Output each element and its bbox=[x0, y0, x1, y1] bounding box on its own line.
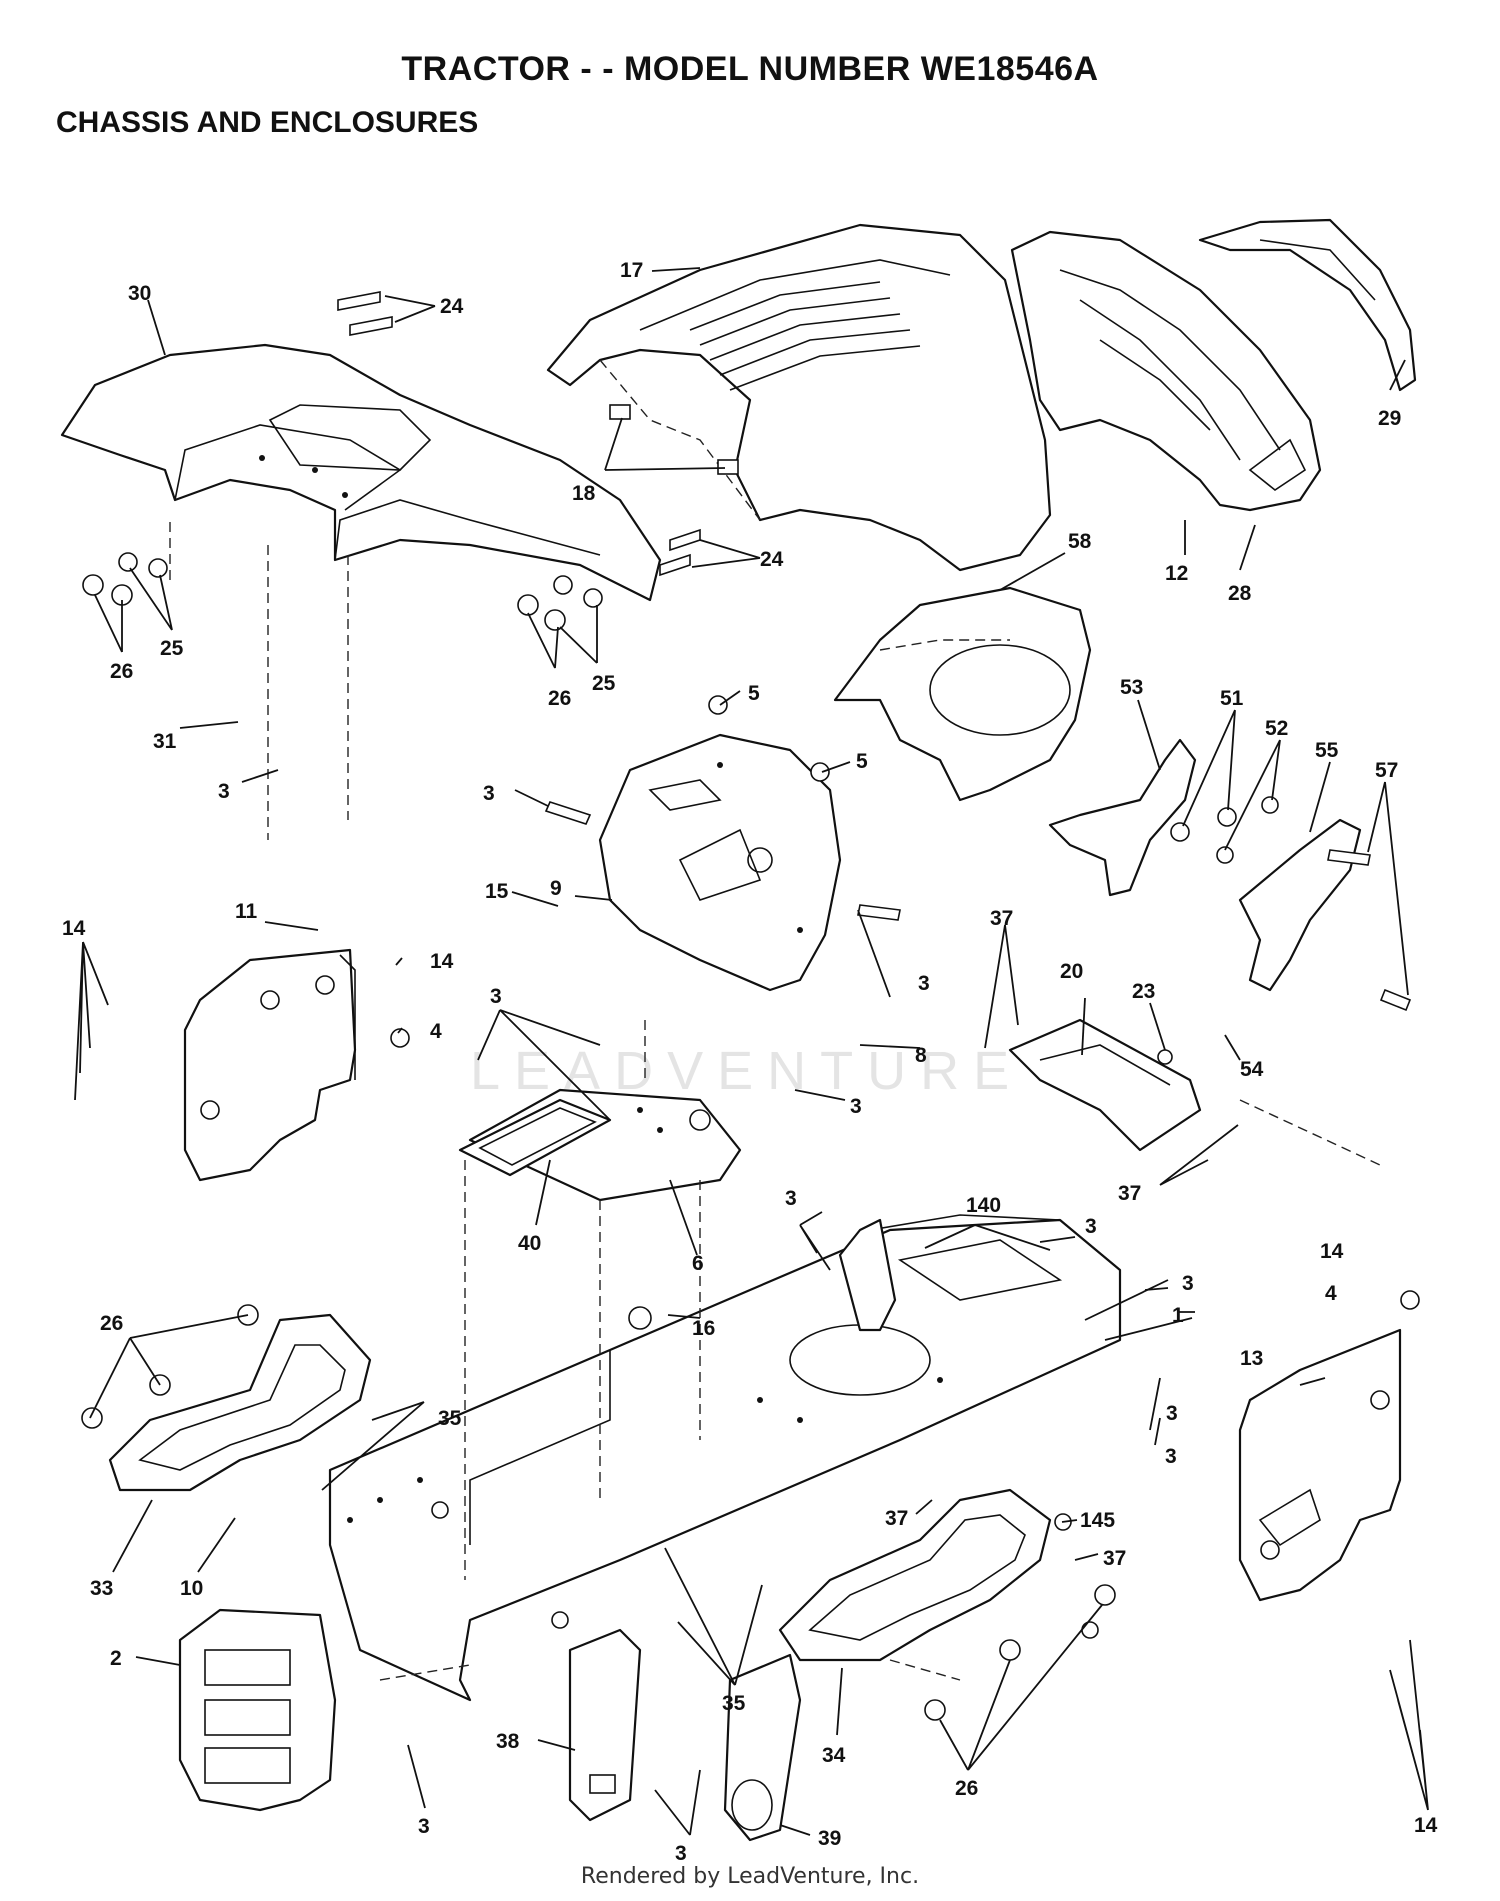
callout-31: 31 bbox=[153, 730, 177, 753]
callout-3: 3 bbox=[1085, 1215, 1097, 1238]
front-plate-part bbox=[178, 1608, 337, 1812]
callout-3: 3 bbox=[418, 1815, 430, 1838]
callout-29: 29 bbox=[1378, 407, 1401, 430]
callout-26: 26 bbox=[110, 660, 133, 683]
callout-9: 9 bbox=[550, 877, 562, 900]
callout-4: 4 bbox=[1325, 1282, 1337, 1305]
front-bracket-part bbox=[838, 1218, 897, 1332]
callout-1: 1 bbox=[1172, 1304, 1184, 1327]
leader-lines bbox=[74, 267, 1429, 1836]
grille-part bbox=[1010, 230, 1322, 512]
callout-3: 3 bbox=[483, 782, 495, 805]
callout-13: 13 bbox=[1240, 1347, 1263, 1370]
callout-140: 140 bbox=[966, 1194, 1001, 1217]
callout-14: 14 bbox=[62, 917, 86, 940]
section-title: CHASSIS AND ENCLOSURES bbox=[56, 106, 479, 139]
callout-35: 35 bbox=[438, 1407, 462, 1430]
callout-55: 55 bbox=[1315, 739, 1339, 762]
callout-20: 20 bbox=[1060, 960, 1083, 983]
callout-11: 11 bbox=[235, 900, 258, 923]
callout-labels: 30 24 17 18 29 12 28 24 25 26 25 26 58 3… bbox=[62, 259, 1438, 1865]
callout-25: 25 bbox=[160, 637, 184, 660]
callout-6: 6 bbox=[692, 1252, 704, 1275]
callout-23: 23 bbox=[1132, 980, 1155, 1003]
callout-17: 17 bbox=[620, 259, 643, 282]
callout-15: 15 bbox=[485, 880, 509, 903]
steering-support-part bbox=[598, 733, 842, 992]
callout-51: 51 bbox=[1220, 687, 1244, 710]
callout-24: 24 bbox=[440, 295, 464, 318]
callout-3: 3 bbox=[218, 780, 230, 803]
callout-3: 3 bbox=[918, 972, 930, 995]
callout-8: 8 bbox=[915, 1044, 927, 1067]
callout-16: 16 bbox=[692, 1317, 715, 1340]
bracket-53-part bbox=[1048, 738, 1197, 897]
callout-10: 10 bbox=[180, 1577, 203, 1600]
right-side-panel-part bbox=[1238, 1328, 1402, 1602]
callout-26: 26 bbox=[955, 1777, 978, 1800]
callout-37: 37 bbox=[885, 1507, 908, 1530]
grille-insert-part bbox=[1198, 218, 1417, 392]
callout-35: 35 bbox=[722, 1692, 746, 1715]
callout-40: 40 bbox=[518, 1232, 541, 1255]
callout-145: 145 bbox=[1080, 1509, 1115, 1532]
callout-39: 39 bbox=[818, 1827, 841, 1850]
callout-53: 53 bbox=[1120, 676, 1143, 699]
callout-14: 14 bbox=[430, 950, 454, 973]
dash-shroud-part bbox=[833, 586, 1092, 802]
callout-38: 38 bbox=[496, 1730, 520, 1753]
bracket-38-part bbox=[568, 1628, 642, 1822]
callout-3: 3 bbox=[850, 1095, 862, 1118]
left-side-panel-part bbox=[183, 948, 357, 1182]
callout-3: 3 bbox=[675, 1842, 687, 1865]
left-footrest-part bbox=[108, 1313, 372, 1492]
callout-14: 14 bbox=[1320, 1240, 1344, 1263]
callout-5: 5 bbox=[856, 750, 868, 773]
callout-57: 57 bbox=[1375, 759, 1398, 782]
callout-30: 30 bbox=[128, 282, 151, 305]
callout-37: 37 bbox=[990, 907, 1013, 930]
callout-26: 26 bbox=[548, 687, 571, 710]
callout-3: 3 bbox=[1166, 1402, 1178, 1425]
callout-14: 14 bbox=[1414, 1814, 1438, 1837]
alignment-lines bbox=[169, 520, 1381, 1681]
callout-3: 3 bbox=[785, 1187, 797, 1210]
callout-58: 58 bbox=[1068, 530, 1092, 553]
callout-18: 18 bbox=[572, 482, 596, 505]
rear-bracket-part bbox=[1008, 1018, 1202, 1152]
hood-part bbox=[546, 223, 1052, 572]
callout-26: 26 bbox=[100, 1312, 123, 1335]
callout-3: 3 bbox=[490, 985, 502, 1008]
callout-24: 24 bbox=[760, 548, 784, 571]
bracket-55-part bbox=[1238, 818, 1362, 992]
right-footrest-part bbox=[778, 1488, 1052, 1662]
callout-54: 54 bbox=[1240, 1058, 1264, 1081]
main-frame-part bbox=[328, 1214, 1122, 1702]
callout-3: 3 bbox=[1165, 1445, 1177, 1468]
footer-credit: Rendered by LeadVenture, Inc. bbox=[580, 1864, 920, 1889]
callout-4: 4 bbox=[430, 1020, 442, 1043]
bracket-39-part bbox=[723, 1653, 802, 1842]
callout-37: 37 bbox=[1118, 1182, 1141, 1205]
callout-3: 3 bbox=[1182, 1272, 1194, 1295]
callout-12: 12 bbox=[1165, 562, 1188, 585]
callout-37: 37 bbox=[1103, 1547, 1126, 1570]
callout-33: 33 bbox=[90, 1577, 113, 1600]
callout-2: 2 bbox=[110, 1647, 122, 1670]
callout-52: 52 bbox=[1265, 717, 1288, 740]
callout-25: 25 bbox=[592, 672, 616, 695]
page-title: TRACTOR - - MODEL NUMBER WE18546A bbox=[401, 50, 1099, 88]
callout-5: 5 bbox=[748, 682, 760, 705]
callout-34: 34 bbox=[822, 1744, 846, 1767]
rear-fender-part bbox=[60, 343, 662, 602]
callout-28: 28 bbox=[1228, 582, 1252, 605]
